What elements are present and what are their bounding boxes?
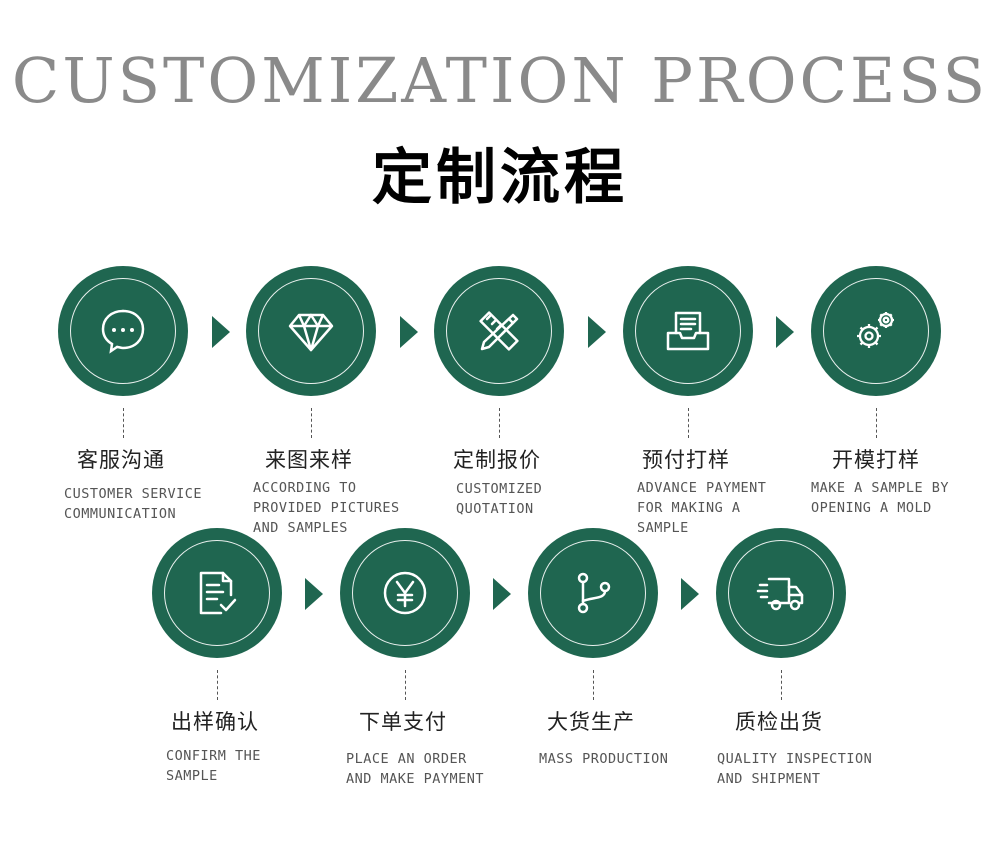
step-1-description: CUSTOMER SERVICE COMMUNICATION: [64, 486, 203, 522]
step-4-title: 预付打样: [642, 448, 730, 472]
step-6-description: CONFIRM THE SAMPLE: [166, 748, 261, 784]
step-5-description: MAKE A SAMPLE BY OPENING A MOLD: [811, 480, 950, 516]
step-2-title: 来图来样: [265, 448, 353, 472]
arrow-right-icon: [681, 578, 699, 610]
step-2-circle: [246, 266, 376, 396]
step-1-title: 客服沟通: [77, 448, 165, 472]
step-5-title: 开模打样: [832, 448, 920, 472]
step-3-description: CUSTOMIZED QUOTATION: [456, 481, 543, 517]
diamond-icon: [288, 313, 334, 352]
title-chinese: 定制流程: [372, 143, 628, 213]
delivery-truck-icon: [756, 577, 804, 611]
step-3-circle: [434, 266, 564, 396]
branch-icon: [577, 572, 611, 614]
arrow-right-icon: [588, 316, 606, 348]
step-3-title: 定制报价: [453, 448, 541, 472]
pencil-ruler-icon: [479, 311, 519, 351]
step-8-circle: [528, 528, 658, 658]
step-7-title: 下单支付: [359, 710, 447, 734]
step-2-description: ACCORDING TO PROVIDED PICTURES AND SAMPL…: [253, 480, 400, 536]
step-6-circle: [152, 528, 282, 658]
step-8-description: MASS PRODUCTION: [539, 751, 669, 767]
yen-coin-icon: [383, 571, 427, 615]
title-english: CUSTOMIZATION PROCESS: [11, 44, 989, 117]
arrow-right-icon: [493, 578, 511, 610]
document-tray-icon: [666, 311, 710, 351]
gears-icon: [857, 312, 894, 348]
step-9-circle: [716, 528, 846, 658]
step-7-description: PLACE AN ORDER AND MAKE PAYMENT: [346, 751, 485, 787]
arrow-right-icon: [776, 316, 794, 348]
step-5-circle: [811, 266, 941, 396]
step-7-circle: [340, 528, 470, 658]
chat-bubble-icon: [101, 309, 145, 354]
arrow-right-icon: [305, 578, 323, 610]
step-1-circle: [58, 266, 188, 396]
checklist-icon: [199, 571, 237, 615]
step-9-title: 质检出货: [735, 710, 823, 734]
step-4-circle: [623, 266, 753, 396]
step-6-title: 出样确认: [171, 710, 259, 734]
arrow-right-icon: [212, 316, 230, 348]
step-8-title: 大货生产: [547, 710, 635, 734]
arrow-right-icon: [400, 316, 418, 348]
step-9-description: QUALITY INSPECTION AND SHIPMENT: [717, 751, 873, 787]
step-4-description: ADVANCE PAYMENT FOR MAKING A SAMPLE: [637, 480, 767, 536]
